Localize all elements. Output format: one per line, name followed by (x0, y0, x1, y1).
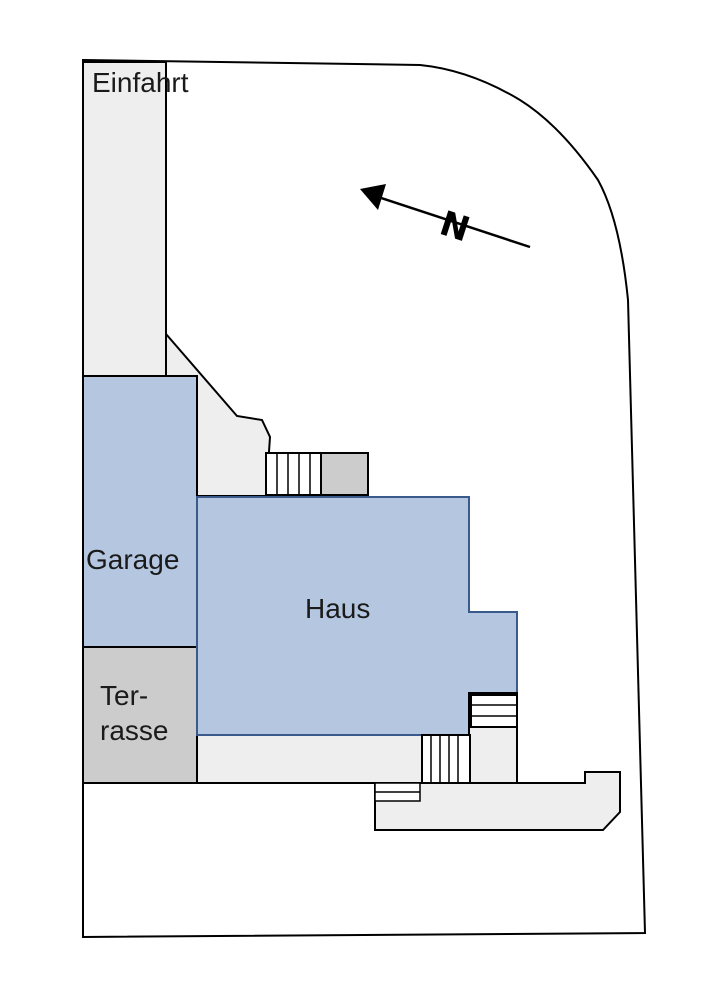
garden-steps (374, 782, 421, 802)
terrace (82, 646, 198, 784)
front-steps (265, 452, 322, 496)
driveway-label: Einfahrt (92, 67, 189, 98)
terrace-label-line2: rasse (100, 715, 168, 746)
garden-path (374, 771, 621, 831)
back-steps-vertical (421, 734, 471, 784)
terrace-label-line1: Ter- (100, 680, 148, 711)
driveway (82, 61, 167, 377)
garage (82, 375, 198, 648)
garage-label: Garage (86, 544, 179, 575)
back-steps-horizontal (470, 694, 518, 728)
entrance-landing (320, 452, 369, 496)
house (196, 496, 518, 736)
north-arrow (360, 184, 531, 249)
house-label: Haus (305, 593, 370, 624)
